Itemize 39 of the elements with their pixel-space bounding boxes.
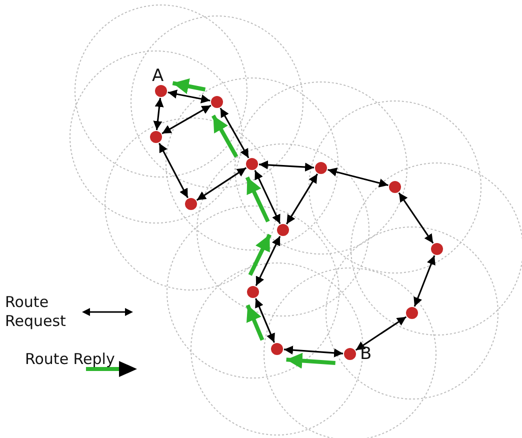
- request-arrow: [284, 346, 344, 358]
- node-dot: [277, 224, 289, 236]
- node-dot: [315, 162, 327, 174]
- request-arrow: [258, 160, 314, 172]
- node-dot: [431, 243, 443, 255]
- node-dot: [185, 198, 197, 210]
- node-dot: [246, 158, 258, 170]
- reply-arrow: [286, 352, 336, 369]
- request-arrow: [254, 170, 281, 224]
- request-arrow: [355, 316, 407, 351]
- request-arrow: [398, 192, 434, 244]
- request-arrow: [328, 168, 388, 188]
- node-dot: [150, 131, 162, 143]
- request-arrow: [220, 108, 250, 158]
- reply-arrow: [245, 176, 270, 222]
- request-arrow: [255, 236, 281, 286]
- node-dot: [211, 96, 223, 108]
- request-arrow: [286, 174, 318, 224]
- node-dot: [406, 307, 418, 319]
- node-dot: [389, 181, 401, 193]
- node-letter: B: [360, 346, 372, 363]
- legend-label: Route Reply: [25, 350, 115, 369]
- request-arrow: [153, 98, 164, 130]
- node-dot: [247, 286, 259, 298]
- reply-arrow: [246, 304, 264, 341]
- node-dot: [155, 85, 167, 97]
- reply-arrow: [211, 114, 238, 158]
- request-arrow: [162, 104, 212, 134]
- reply-arrow: [172, 78, 206, 94]
- request-arrow: [158, 142, 188, 198]
- node-letter: A: [152, 68, 164, 85]
- reply-arrow: [248, 234, 272, 276]
- request-arrow: [196, 167, 247, 201]
- request-arrow: [414, 255, 436, 307]
- request-arrow: [254, 298, 276, 343]
- node-dot: [271, 343, 283, 355]
- legend-label: Route Request: [5, 293, 67, 331]
- node-dot: [344, 348, 356, 360]
- request-arrow: [168, 90, 210, 104]
